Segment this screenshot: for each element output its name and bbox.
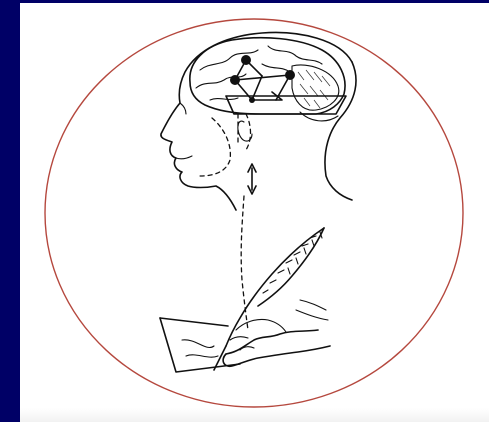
quill-pen-icon (214, 228, 324, 370)
double-arrow-icon (248, 164, 256, 194)
paper-sheet-icon (160, 318, 240, 372)
writing-hand-icon (223, 300, 330, 366)
head-profile-icon (161, 32, 356, 210)
motor-pathway-dash-2 (246, 114, 251, 150)
brain-icon (190, 38, 346, 121)
circle-frame (45, 19, 463, 407)
jaw-dashed-outline (200, 118, 230, 176)
